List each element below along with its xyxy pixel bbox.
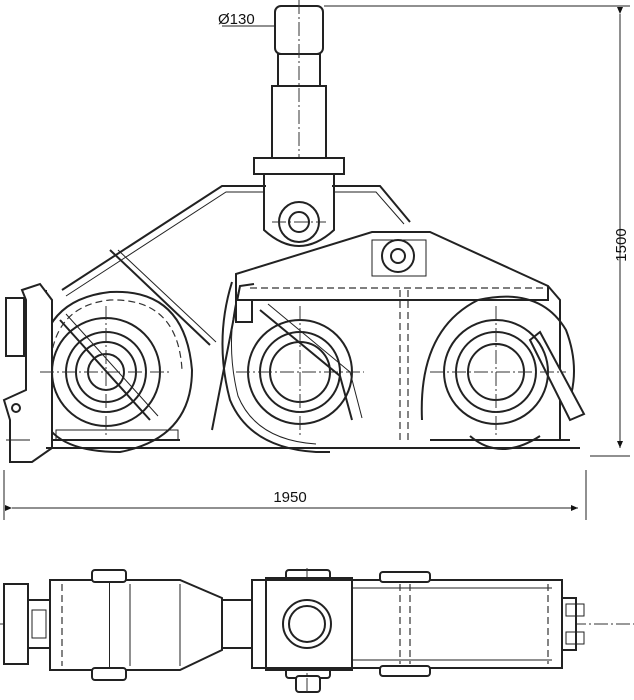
wheel-middle: [236, 303, 364, 438]
width-label: 1950: [273, 489, 306, 506]
wheel-left: [40, 306, 172, 438]
height-label: 1500: [613, 228, 630, 261]
frame-arms: [61, 185, 411, 346]
king-pin-shaft: [253, 0, 345, 247]
right-frame: [251, 571, 563, 677]
right-end-cap: [561, 597, 577, 651]
dimension-lines: Ø130 1500 1950: [3, 5, 630, 520]
left-drum: [39, 290, 194, 454]
left-frame: [49, 569, 223, 681]
left-bracket: [2, 282, 53, 463]
right-guard: [420, 285, 586, 450]
top-view: [0, 568, 634, 693]
side-view: [2, 0, 586, 463]
wheel-right: [430, 306, 566, 438]
diameter-label: Ø130: [218, 11, 255, 28]
left-end-cap: [3, 583, 29, 665]
